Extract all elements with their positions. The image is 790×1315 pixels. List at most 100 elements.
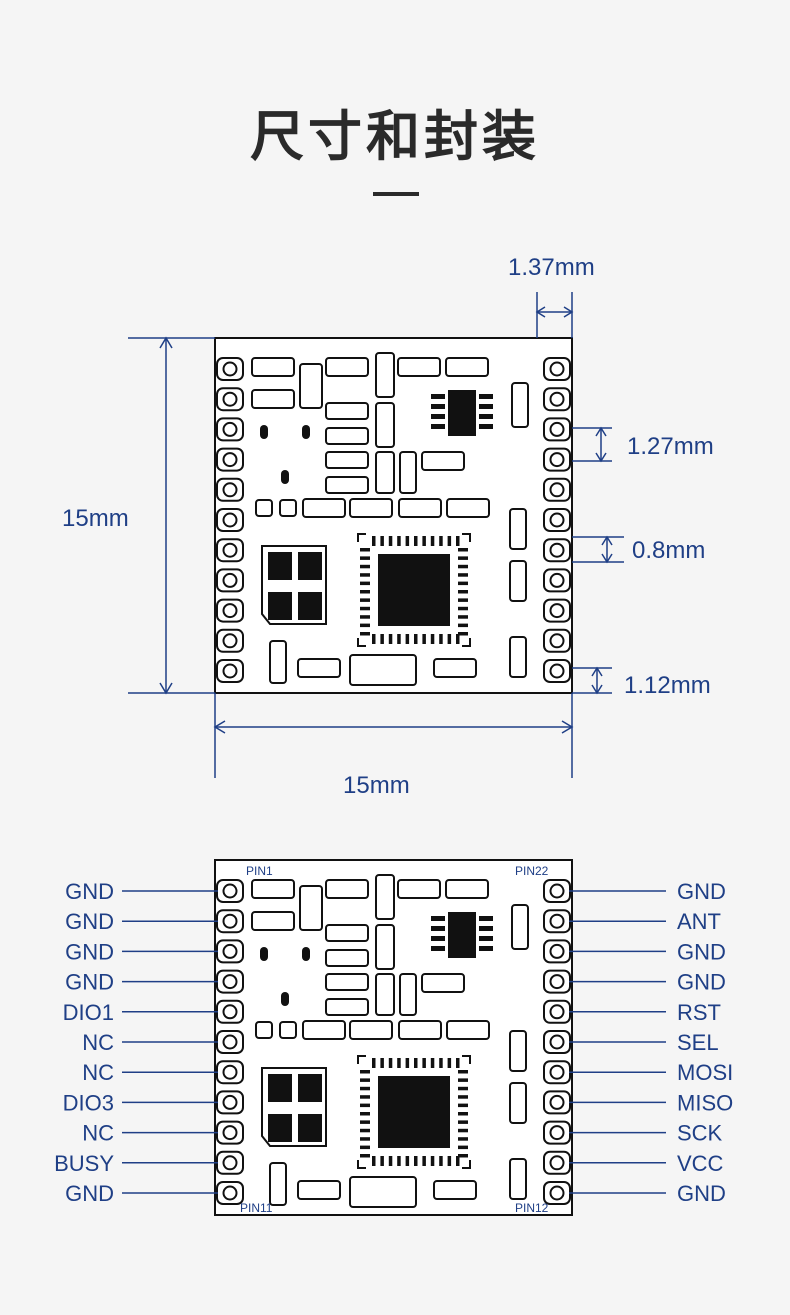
right-pin-label: SCK xyxy=(677,1121,723,1146)
dim-pin-pitch-label: 1.27mm xyxy=(627,433,714,460)
castellated-pad-left xyxy=(216,1120,244,1145)
qfn-corner xyxy=(357,1160,366,1169)
castellated-pad-right xyxy=(543,568,571,593)
castellated-pad-right xyxy=(543,1060,571,1085)
qfn-pin xyxy=(380,634,384,644)
qfn-pin xyxy=(372,1058,376,1068)
qfn-pin xyxy=(360,1112,370,1116)
castellated-pad-right xyxy=(543,417,571,442)
qfn-pin xyxy=(388,1156,393,1166)
top-module xyxy=(214,337,573,694)
qfn-pin xyxy=(405,1156,410,1166)
top-qfn-chip xyxy=(357,533,471,647)
right-pin-label: MOSI xyxy=(677,1060,733,1085)
dim-width-label: 15mm xyxy=(343,772,410,799)
qfn-pin xyxy=(360,564,370,569)
qfn-pin xyxy=(360,1128,370,1133)
qfn-pin xyxy=(458,548,468,552)
qfn-pin xyxy=(360,1145,370,1150)
pinout-module xyxy=(214,859,573,1216)
qfn-pin xyxy=(458,632,468,636)
qfn-pin xyxy=(447,536,452,546)
qfn-pin xyxy=(360,615,370,619)
qfn-pin xyxy=(458,1078,468,1082)
left-pin-label: NC xyxy=(82,1060,114,1085)
castellated-pad-left xyxy=(216,477,244,502)
castellated-pad-right xyxy=(543,969,571,994)
qfn-pin xyxy=(458,1154,468,1158)
qfn-pin xyxy=(458,1086,468,1091)
castellated-pad-left xyxy=(216,1090,244,1115)
qfn-pin xyxy=(458,615,468,619)
qfn-pin xyxy=(372,536,376,546)
qfn-pin xyxy=(458,1145,468,1150)
qfn-pin xyxy=(456,1156,460,1166)
page-title: 尺寸和封装 xyxy=(250,105,540,168)
qfn-pin xyxy=(458,1112,468,1116)
right-pin-label: GND xyxy=(677,970,726,995)
castellated-pad-right xyxy=(543,999,571,1024)
castellated-pad-left xyxy=(216,999,244,1024)
castellated-pad-right xyxy=(543,659,571,683)
castellated-pad-right xyxy=(543,357,571,381)
qfn-pin xyxy=(360,556,370,560)
qfn-pin xyxy=(360,573,370,577)
left-pin-label: NC xyxy=(82,1121,114,1146)
castellated-pad-left xyxy=(216,939,244,964)
qfn-pin xyxy=(430,1058,435,1068)
left-pin-label: GND xyxy=(65,879,114,904)
qfn-pin xyxy=(360,548,370,552)
qfn-pin xyxy=(405,1058,410,1068)
castellated-pad-left xyxy=(216,508,244,532)
dim-edge-label: 1.12mm xyxy=(624,672,711,699)
qfn-pin xyxy=(380,1058,384,1068)
qfn-pin xyxy=(439,634,443,644)
qfn-pin xyxy=(458,564,468,569)
qfn-corner xyxy=(357,1055,366,1064)
qfn-pin xyxy=(414,634,418,644)
qfn-pin xyxy=(360,590,370,594)
pin12-marker: PIN12 xyxy=(515,1201,549,1215)
qfn-pin xyxy=(458,590,468,594)
qfn-pin xyxy=(380,1156,384,1166)
qfn-pin xyxy=(360,1120,370,1124)
qfn-pin xyxy=(360,623,370,628)
qfn-pin xyxy=(360,1137,370,1141)
right-pin-label: SEL xyxy=(677,1030,719,1055)
castellated-pad-left xyxy=(216,1150,244,1175)
qfn-pin xyxy=(458,1137,468,1141)
pin22-marker: PIN22 xyxy=(515,864,549,878)
qfn-pin xyxy=(360,1086,370,1091)
qfn-pin xyxy=(458,598,468,602)
castellated-pad-right xyxy=(543,538,571,563)
qfn-pin xyxy=(360,1070,370,1074)
right-pin-label: MISO xyxy=(677,1090,733,1115)
qfn-pin xyxy=(372,634,376,644)
qfn-pin xyxy=(397,1156,401,1166)
qfn-corner xyxy=(462,1160,471,1169)
castellated-pad-left xyxy=(216,879,244,903)
right-pin-label: VCC xyxy=(677,1151,724,1176)
castellated-pad-left xyxy=(216,447,244,472)
castellated-pad-right xyxy=(543,447,571,472)
castellated-pad-right xyxy=(543,628,571,653)
dim-height-label: 15mm xyxy=(62,505,129,532)
qfn-pin xyxy=(397,536,401,546)
qfn-pin xyxy=(456,536,460,546)
dim-pad-width-label: 1.37mm xyxy=(508,254,595,281)
pinout-castellated-pads xyxy=(216,879,571,1205)
dim-pad-height-label: 0.8mm xyxy=(632,537,705,564)
castellated-pad-left xyxy=(216,969,244,994)
qfn-pin xyxy=(458,623,468,628)
pinout-qfn-chip xyxy=(357,1055,471,1169)
qfn-pin xyxy=(397,1058,401,1068)
left-pin-label: DIO1 xyxy=(63,1000,114,1025)
qfn-pin xyxy=(430,634,435,644)
castellated-pad-right xyxy=(543,1120,571,1145)
right-pin-label: GND xyxy=(677,939,726,964)
qfn-pin xyxy=(372,1156,376,1166)
qfn-pin xyxy=(422,536,426,546)
